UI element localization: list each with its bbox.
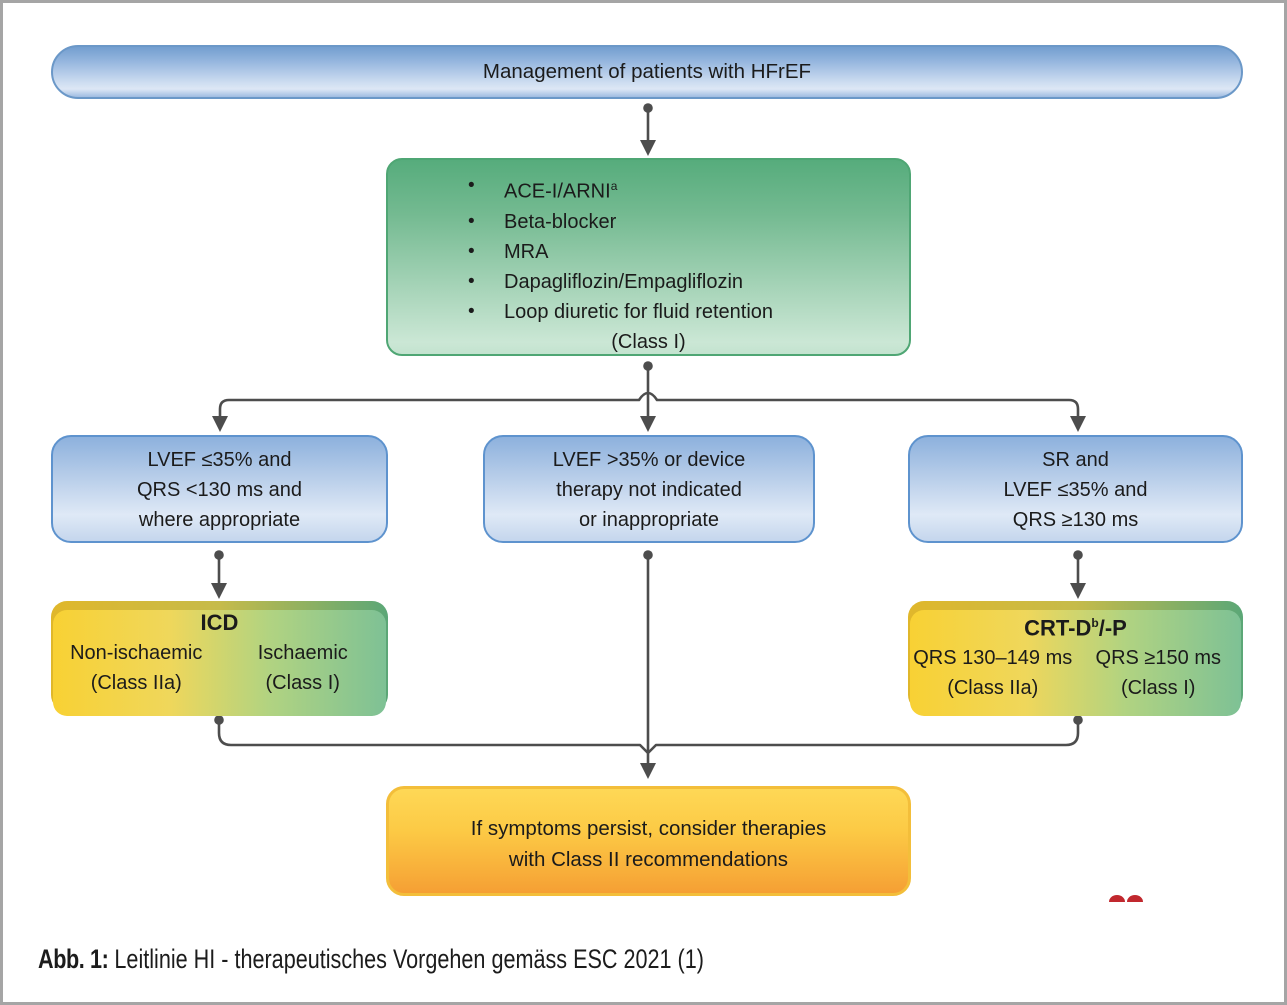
therapy-item-label: Dapagliflozin/Empagliflozin bbox=[504, 270, 744, 293]
crt-title: CRT-Db/-P bbox=[1024, 615, 1127, 641]
therapy-box: • ACE-I/ARNIa • Beta-blocker • MRA • Dap… bbox=[386, 158, 911, 356]
therapy-item: • ACE-I/ARNIa bbox=[388, 171, 909, 207]
logo-fragment-red bbox=[1109, 895, 1143, 902]
footnote-marker: a bbox=[610, 179, 618, 193]
icd-box: ICD Non-ischaemic (Class IIa) Ischaemic … bbox=[51, 601, 388, 716]
red-arc-icon bbox=[1127, 895, 1143, 902]
criteria-box-no-device: LVEF >35% or device therapy not indicate… bbox=[483, 435, 815, 543]
origin-dot bbox=[643, 361, 653, 371]
crt-box-inner: CRT-Db/-P QRS 130–149 ms (Class IIa) QRS… bbox=[910, 610, 1241, 716]
arrowhead bbox=[640, 763, 656, 779]
criteria-line: where appropriate bbox=[138, 509, 301, 531]
origin-dot bbox=[643, 550, 653, 560]
therapy-item: • Beta-blocker bbox=[388, 207, 909, 237]
therapy-item: • Dapagliflozin/Empagliflozin bbox=[388, 267, 909, 297]
therapy-class-note: (Class I) bbox=[611, 330, 686, 353]
outcome-line: with Class II recommendations bbox=[508, 848, 789, 871]
therapy-item-label: ACE-I/ARNIa bbox=[504, 179, 618, 203]
merge-line bbox=[217, 718, 1080, 755]
origin-dot bbox=[1073, 550, 1083, 560]
criteria-line: or inappropriate bbox=[578, 509, 720, 531]
criteria-line: SR and bbox=[1042, 449, 1109, 471]
origin-dot bbox=[214, 550, 224, 560]
therapy-item-label: MRA bbox=[504, 240, 549, 263]
branch-horizontal bbox=[218, 391, 1080, 419]
criteria-line: LVEF ≤35% and bbox=[1003, 479, 1148, 501]
bullet-icon: • bbox=[468, 270, 475, 292]
arrowhead bbox=[212, 416, 228, 432]
bullet-icon: • bbox=[468, 175, 475, 196]
crt-columns: QRS 130–149 ms (Class IIa) QRS ≥150 ms (… bbox=[910, 643, 1241, 703]
icd-columns: Non-ischaemic (Class IIa) Ischaemic (Cla… bbox=[53, 638, 386, 698]
figure-caption: Abb. 1: Leitlinie HI - therapeutisches V… bbox=[38, 944, 704, 975]
caption-label: Abb. 1: bbox=[38, 944, 109, 974]
icd-box-inner: ICD Non-ischaemic (Class IIa) Ischaemic … bbox=[53, 610, 386, 716]
arrowhead bbox=[211, 583, 227, 599]
header-box: Management of patients with HFrEF bbox=[51, 45, 1243, 99]
arrowhead bbox=[1070, 583, 1086, 599]
icd-title: ICD bbox=[200, 610, 239, 635]
arrowhead bbox=[640, 140, 656, 156]
criteria-box-crt: SR and LVEF ≤35% and QRS ≥130 ms bbox=[908, 435, 1243, 543]
bullet-icon: • bbox=[468, 240, 475, 262]
arrowhead bbox=[640, 416, 656, 432]
therapy-item-label: Beta-blocker bbox=[504, 210, 617, 233]
therapy-item: • Loop diuretic for fluid retention bbox=[388, 297, 909, 327]
footnote-marker: b bbox=[1091, 616, 1099, 630]
bullet-icon: • bbox=[468, 300, 475, 322]
arrowhead bbox=[1070, 416, 1086, 432]
criteria-line: LVEF >35% or device bbox=[552, 449, 746, 471]
origin-dot bbox=[1073, 715, 1083, 725]
caption-text: Leitlinie HI - therapeutisches Vorgehen … bbox=[114, 944, 704, 974]
outcome-line: If symptoms persist, consider therapies bbox=[470, 817, 827, 840]
origin-dot bbox=[643, 103, 653, 113]
outcome-box: If symptoms persist, consider therapies … bbox=[386, 786, 911, 896]
bullet-icon: • bbox=[468, 210, 475, 232]
icd-nonischaemic-cell: Non-ischaemic (Class IIa) bbox=[70, 642, 203, 694]
criteria-line: QRS ≥130 ms bbox=[1012, 509, 1139, 531]
criteria-line: LVEF ≤35% and bbox=[147, 449, 292, 471]
therapy-item-label: Loop diuretic for fluid retention bbox=[504, 300, 774, 323]
red-arc-icon bbox=[1109, 895, 1125, 902]
criteria-line: QRS <130 ms and bbox=[136, 479, 303, 501]
criteria-line: therapy not indicated bbox=[556, 479, 742, 501]
therapy-item: • MRA bbox=[388, 237, 909, 267]
origin-dot bbox=[214, 715, 224, 725]
crt-box: CRT-Db/-P QRS 130–149 ms (Class IIa) QRS… bbox=[908, 601, 1243, 716]
crt-qrs-130-149-cell: QRS 130–149 ms (Class IIa) bbox=[913, 647, 1073, 700]
criteria-box-icd: LVEF ≤35% and QRS <130 ms and where appr… bbox=[51, 435, 388, 543]
header-title: Management of patients with HFrEF bbox=[482, 60, 812, 83]
crt-qrs-150-cell: QRS ≥150 ms (Class I) bbox=[1095, 647, 1221, 700]
icd-ischaemic-cell: Ischaemic (Class I) bbox=[257, 642, 348, 694]
